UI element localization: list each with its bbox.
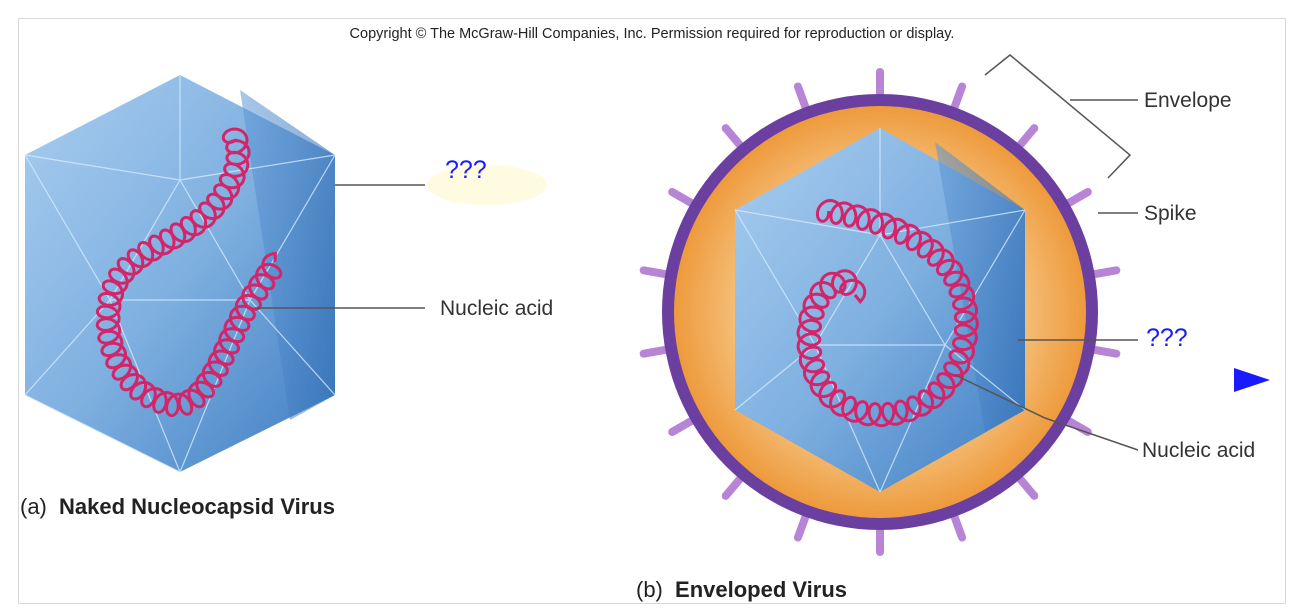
play-triangle-icon	[1234, 368, 1270, 392]
naked-caption-prefix: (a)	[20, 494, 47, 519]
naked-caption-title: Naked Nucleocapsid Virus	[59, 494, 335, 519]
enveloped-caption-prefix: (b)	[636, 577, 663, 602]
naked-caption: (a) Naked Nucleocapsid Virus	[20, 494, 335, 519]
enveloped-nucleic-acid	[796, 198, 979, 428]
enveloped-caption: (b) Enveloped Virus	[636, 577, 847, 602]
enveloped-capsid-label: ???	[1146, 324, 1188, 352]
envelope-label: Envelope	[1144, 89, 1232, 112]
enveloped-virus: Envelope Spike ??? Nucleic acid (b) Enve…	[636, 54, 1255, 602]
naked-nucleic-acid	[95, 127, 283, 418]
figure-frame	[18, 18, 1286, 604]
enveloped-caption-title: Enveloped Virus	[675, 577, 847, 602]
enveloped-nucleic-leader	[954, 374, 1139, 451]
naked-virus: ??? Nucleic acid (a) Naked Nucleocapsid …	[20, 75, 553, 519]
enveloped-nucleic-label: Nucleic acid	[1142, 439, 1255, 462]
naked-capsid-shape	[24, 75, 336, 473]
envelope-bracket	[984, 54, 1132, 179]
naked-capsid-label: ???	[445, 156, 487, 184]
spike-label: Spike	[1144, 202, 1197, 225]
naked-nucleic-label: Nucleic acid	[440, 297, 553, 320]
enveloped-capsid-shape	[734, 128, 1026, 493]
naked-capsid-label-mask	[427, 165, 547, 205]
next-slide-button[interactable]	[1234, 368, 1270, 392]
copyright-text: Copyright © The McGraw-Hill Companies, I…	[350, 26, 955, 42]
